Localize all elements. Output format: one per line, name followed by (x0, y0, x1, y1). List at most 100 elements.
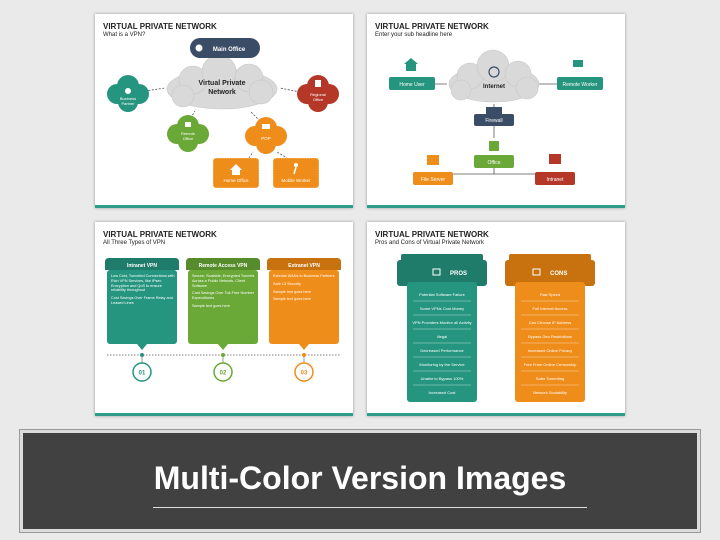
card-2-bullets: Secure, Scalable, Encrypted Tunnels Acro… (192, 274, 256, 309)
cloud-label-1: Virtual Private (199, 80, 246, 87)
firewall-box (474, 114, 514, 126)
thumbs-down-icon (532, 268, 541, 276)
office-building-icon (315, 80, 321, 87)
bullet: Cost Savings Over Toll-Free Number Expen… (192, 291, 254, 301)
cons-label: CONS (550, 271, 567, 277)
remote-office-label-1: Remote (181, 131, 196, 136)
number-circle-3 (294, 362, 314, 382)
mobile-worker-badge (272, 157, 320, 189)
remote-worker-box (557, 77, 603, 90)
pros-item: Decreased Performance (420, 348, 464, 353)
cons-item: Bypass Geo Restrictions (528, 334, 572, 339)
building-icon (195, 44, 203, 52)
card-extranet-vpn (267, 258, 341, 350)
pop-node (245, 117, 287, 154)
card-1-header: Intranet VPN (127, 263, 157, 269)
office-label: Office (488, 160, 501, 166)
card-3-header: Extranet VPN (288, 263, 320, 269)
slide-title: VIRTUAL PRIVATE NETWORK (103, 230, 217, 239)
remote-office-label-2: Office (183, 136, 194, 141)
cons-item: Full Internet Access (533, 306, 568, 311)
cons-list-bg (515, 282, 585, 402)
slide-thumbnail-3[interactable]: VIRTUAL PRIVATE NETWORK All Three Types … (95, 222, 353, 416)
timeline-dot-3 (302, 353, 306, 357)
card-2-number: 02 (220, 371, 227, 377)
home-icon (230, 164, 242, 170)
vpn-diagram: Virtual Private Network Main Office Busi… (107, 38, 339, 189)
vpn-cloud (166, 54, 278, 110)
pros-header (397, 260, 487, 286)
thumbs-up-icon (432, 268, 441, 276)
home-office-label: Home Office (224, 178, 249, 183)
card-3-number: 03 (301, 371, 308, 377)
cons-item: Safer Torrenting (536, 376, 564, 381)
pros-list-bg (407, 282, 477, 402)
cons-header (505, 260, 595, 286)
globe-icon (488, 66, 500, 78)
card-1-number: 01 (139, 371, 146, 377)
card-intranet-vpn (105, 258, 179, 350)
regional-office-label-2: Office (313, 97, 324, 102)
cons-item: Can Choose IP Address (529, 320, 572, 325)
home-icon (404, 58, 418, 64)
timeline-dot-1 (140, 353, 144, 357)
file-server-label: File Server (421, 177, 446, 183)
cons-item: Fast Speed (540, 292, 560, 297)
intranet-label: Intranet (547, 177, 565, 183)
cloud-label-2: Network (208, 89, 236, 96)
slide-title: VIRTUAL PRIVATE NETWORK (375, 22, 489, 31)
bullet: Extends WANs to Business Partners (273, 274, 335, 278)
slide-subtitle: What is a VPN? (103, 32, 146, 38)
bullet: Sample text goes here (273, 297, 311, 302)
main-office-label: Main Office (213, 47, 246, 53)
banner-title: Multi-Color Version Images (153, 460, 567, 496)
slide-thumbnail-1[interactable]: VIRTUAL PRIVATE NETWORK What is a VPN? V… (95, 14, 353, 208)
card-2-header: Remote Access VPN (199, 263, 248, 269)
bullet: Low Cost, Tunneled Connections with Rich… (111, 274, 175, 293)
slide-subtitle: Pros and Cons of Virtual Private Network (375, 240, 484, 246)
row-dividers (413, 300, 579, 386)
pros-item: Increased Cost (429, 390, 457, 395)
internet-label: Internet (483, 84, 505, 90)
slide-title: VIRTUAL PRIVATE NETWORK (103, 22, 217, 31)
laptop-person-icon (573, 60, 583, 67)
slide-accent-bar (95, 205, 353, 208)
slide-subtitle: All Three Types of VPN (103, 240, 166, 246)
number-circle-2 (213, 362, 233, 382)
home-user-label: Home User (399, 82, 425, 88)
card-1-bullets: Low Cost, Tunneled Connections with Rich… (111, 274, 175, 306)
slide-accent-bar (367, 205, 625, 208)
regional-office-label-1: Regional (310, 92, 326, 97)
cons-item: Network Scalability (533, 390, 567, 395)
business-partner-label-2: Partner (121, 101, 135, 106)
main-office-pill (190, 38, 260, 58)
slide-thumbnail-2[interactable]: VIRTUAL PRIVATE NETWORK Enter your sub h… (367, 14, 625, 208)
remote-office-icon (185, 122, 191, 127)
office-building-icon (489, 141, 499, 151)
slide-accent-bar (367, 413, 625, 416)
file-server-box (413, 172, 453, 185)
pros-item: Potential Software Failure (419, 292, 466, 297)
business-partner-node (107, 75, 149, 112)
bullet: Safe L3 Security (273, 281, 301, 286)
handshake-icon (125, 88, 131, 94)
pros-label: PROS (450, 271, 467, 277)
firewall-brick-icon (486, 107, 502, 114)
bullet: Secure, Scalable, Encrypted Tunnels Acro… (192, 274, 255, 288)
slide-thumbnail-4[interactable]: VIRTUAL PRIVATE NETWORK Pros and Cons of… (367, 222, 625, 416)
caption-banner: Multi-Color Version Images (20, 430, 700, 532)
pros-item: Unable to Bypass 100% (421, 376, 464, 381)
running-person-icon (294, 163, 298, 167)
pop-icon (262, 124, 270, 129)
vpn-types-diagram: Intranet VPN Remote Access VPN Extranet … (105, 258, 341, 382)
pros-item: Illegal (437, 334, 448, 339)
business-partner-label-1: Business (120, 96, 136, 101)
number-circle-1 (132, 362, 152, 382)
internet-cloud (448, 49, 540, 103)
slide-accent-bar (95, 413, 353, 416)
server-icon (427, 155, 439, 165)
bullet: Sample text goes here (192, 303, 230, 308)
mobile-worker-label: Mobile Worker (282, 178, 311, 183)
pros-item: Monitoring by the Service (419, 362, 465, 367)
intranet-box (535, 172, 575, 185)
